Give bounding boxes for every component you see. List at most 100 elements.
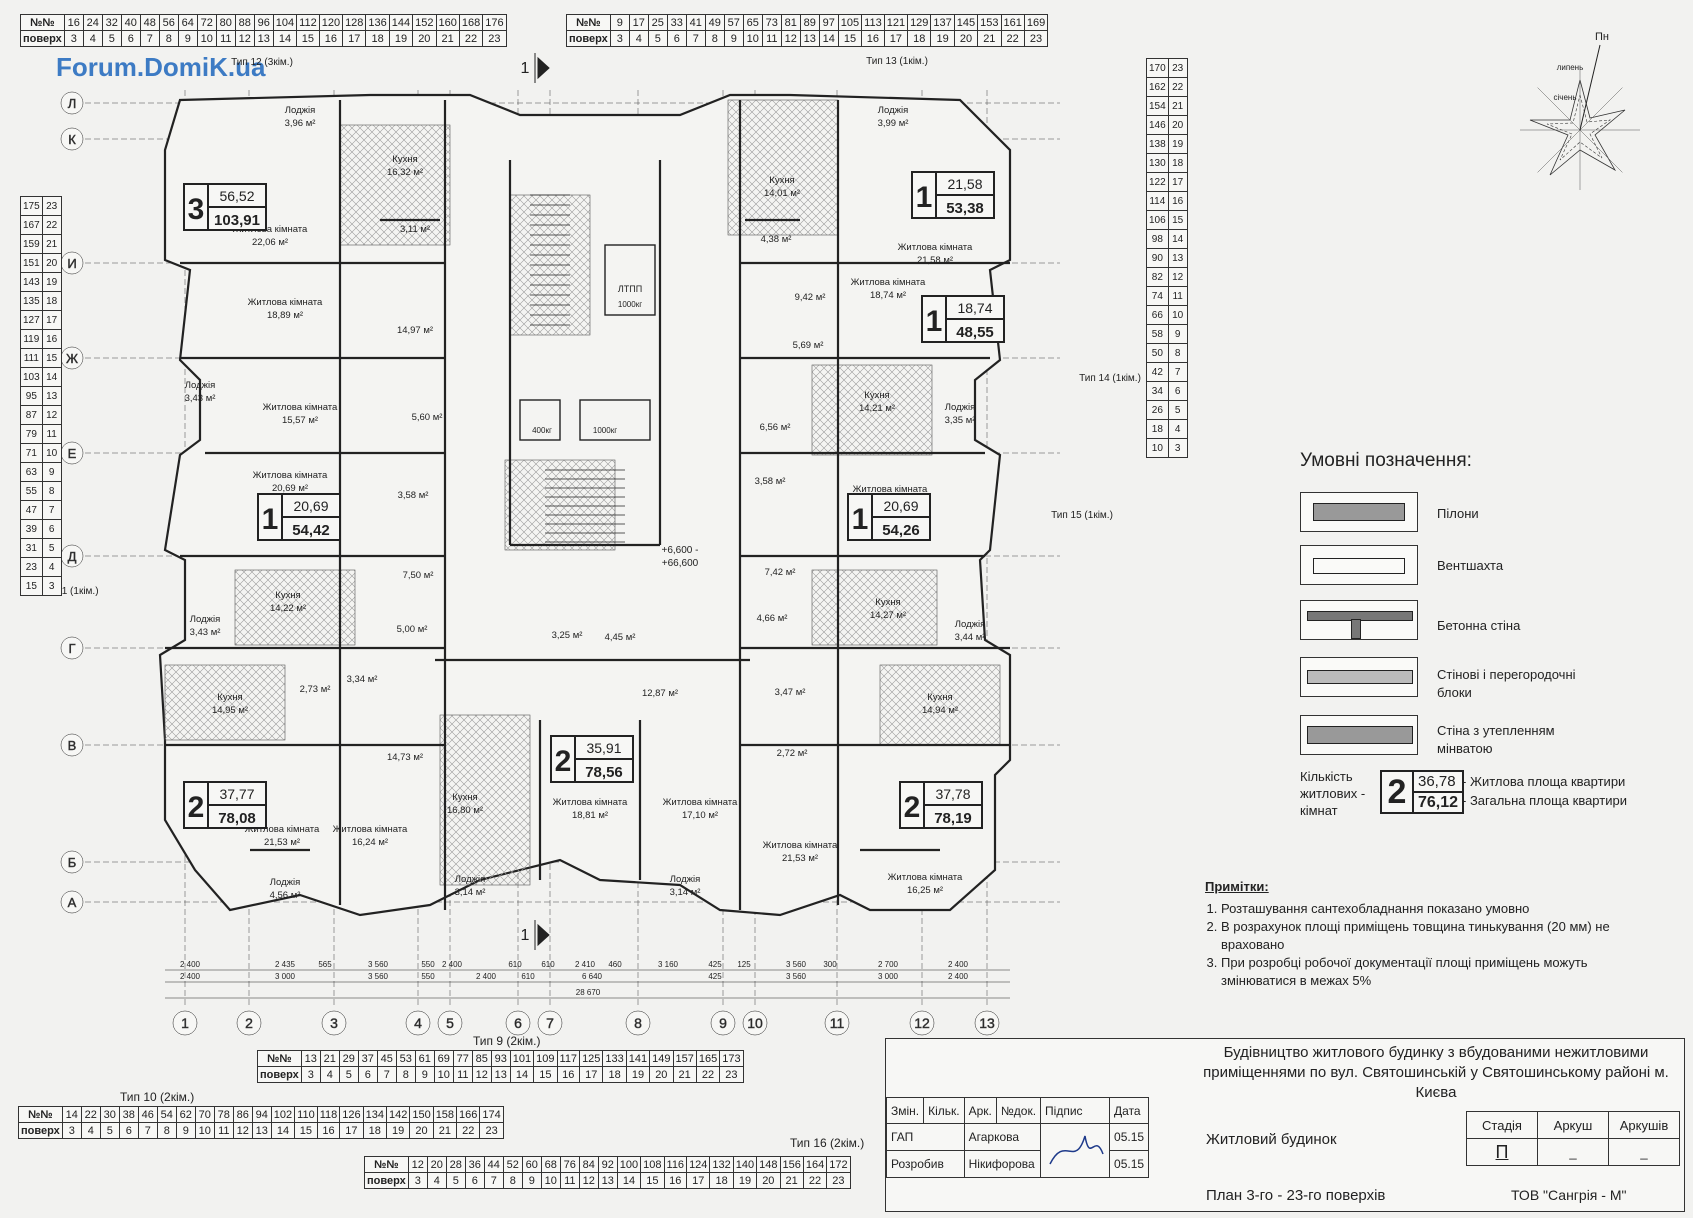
dimension-value: 3 560 bbox=[786, 960, 807, 969]
table-cell: 21 bbox=[1167, 96, 1188, 116]
room-area: 14,73 м² bbox=[387, 752, 423, 763]
apartment-living-area: 20,69 bbox=[883, 498, 918, 514]
room-area: 7,50 м² bbox=[403, 570, 434, 581]
dimension-value: 2 400 bbox=[180, 960, 201, 969]
hatched-area bbox=[164, 664, 286, 741]
type9-label: Тип 9 (2кім.) bbox=[473, 1034, 541, 1048]
apartment-total-area: 53,38 bbox=[946, 200, 984, 217]
dimension-value: 3 560 bbox=[786, 972, 807, 981]
approval-header: Підпис bbox=[1040, 1097, 1111, 1124]
room-area: 18,74 м² bbox=[870, 290, 906, 301]
table-cell: 21 bbox=[319, 1050, 340, 1067]
table-cell: 15 bbox=[41, 348, 62, 368]
table-cell: 16 bbox=[861, 30, 885, 47]
table-cell: 19 bbox=[41, 272, 62, 292]
lift-shaft bbox=[519, 399, 561, 441]
table-cell: 22 bbox=[695, 1066, 721, 1083]
dimension-value: 3 560 bbox=[368, 960, 389, 969]
table-cell: 18 bbox=[1146, 419, 1169, 439]
watermark-logo: Forum.DomiK.ua bbox=[56, 52, 266, 82]
table-cell: 7 bbox=[41, 500, 62, 520]
table-cell: 33 bbox=[666, 14, 687, 31]
dimension-value: 550 bbox=[421, 960, 435, 969]
table-cell: 82 bbox=[1146, 267, 1169, 287]
room-name: Житлова кімната bbox=[233, 224, 308, 235]
dimension-value: 3 560 bbox=[368, 972, 389, 981]
table-cell: 167 bbox=[20, 215, 43, 235]
room-area: 18,89 м² bbox=[267, 310, 303, 321]
approval-role: ГАП bbox=[886, 1123, 965, 1151]
apartment-living-area: 56,52 bbox=[219, 188, 254, 204]
apartment-type-label: Тип 12 (3кім.) bbox=[231, 57, 293, 68]
room-area: 2,73 м² bbox=[300, 684, 331, 695]
axis-marker bbox=[742, 1010, 768, 1036]
table-cell: 114 bbox=[1146, 191, 1169, 211]
table-cell: 17 bbox=[1167, 172, 1188, 192]
room-name: Кухня bbox=[769, 175, 794, 186]
table-cell: 15 bbox=[1167, 210, 1188, 230]
stage-value: _ bbox=[1537, 1138, 1609, 1166]
room-name: Лоджія bbox=[945, 402, 975, 413]
axis-marker bbox=[236, 1010, 262, 1036]
table-cell: 9 bbox=[41, 462, 62, 482]
table-row-label: №№ bbox=[364, 1156, 409, 1173]
dimension-value: 550 bbox=[421, 972, 435, 981]
dimension-value: 125 bbox=[737, 960, 751, 969]
room-name: Житлова кімната bbox=[851, 277, 926, 288]
level-mark: +66,600 bbox=[662, 558, 699, 569]
table-cell: 50 bbox=[1146, 343, 1169, 363]
table-cell: 175 bbox=[20, 196, 43, 216]
table-cell: 13 bbox=[41, 386, 62, 406]
table-cell: 15 bbox=[640, 1172, 665, 1189]
room-area: 16,25 м² bbox=[907, 885, 943, 896]
table-cell: 98 bbox=[1146, 229, 1169, 249]
table-cell: 173 bbox=[719, 1050, 744, 1067]
dimension-value: 425 bbox=[708, 960, 722, 969]
room-area: 21,53 м² bbox=[782, 853, 818, 864]
section-mark: 1 bbox=[521, 60, 530, 77]
room-area: 5,60 м² bbox=[412, 412, 443, 423]
table-cell: 23 bbox=[1023, 30, 1049, 47]
lift-shaft bbox=[604, 244, 656, 316]
room-area: 4,38 м² bbox=[761, 234, 792, 245]
table-cell: 130 bbox=[1146, 153, 1169, 173]
notes-title: Примітки: bbox=[1205, 879, 1269, 894]
legend-total-caption: - Загальна площа квартири bbox=[1462, 793, 1627, 808]
table-cell: 126 bbox=[339, 1106, 364, 1123]
axis-marker bbox=[710, 1010, 736, 1036]
room-area: 20,69 м² bbox=[272, 483, 308, 494]
axis-marker bbox=[437, 1010, 463, 1036]
axis-letter: К bbox=[68, 132, 76, 147]
approval-name: Агаркова bbox=[963, 1123, 1042, 1151]
table-cell: 18 bbox=[41, 291, 62, 311]
axis-marker bbox=[60, 91, 84, 115]
table-cell: 165 bbox=[695, 1050, 721, 1067]
room-area: 2,72 м² bbox=[777, 748, 808, 759]
axis-number: 4 bbox=[414, 1015, 422, 1031]
stage-header: Аркушів bbox=[1608, 1111, 1680, 1139]
table-cell: 110 bbox=[294, 1106, 318, 1123]
table-cell: 10 bbox=[540, 1172, 561, 1189]
table-cell: 102 bbox=[270, 1106, 296, 1123]
table-cell: 8 bbox=[1167, 343, 1188, 363]
apartment-type-label: Тип 15 (1кім.) bbox=[1051, 510, 1113, 521]
table-cell: 19 bbox=[385, 1122, 411, 1139]
table-cell: 22 bbox=[41, 215, 62, 235]
room-name: Лоджія bbox=[878, 105, 908, 116]
table-cell: 138 bbox=[1146, 134, 1169, 154]
table-cell: 92 bbox=[597, 1156, 618, 1173]
badge-rooms: 2 bbox=[1382, 772, 1414, 812]
table-cell: 101 bbox=[509, 1050, 535, 1067]
table-cell: 12 bbox=[1167, 267, 1188, 287]
table-cell: 34 bbox=[1146, 381, 1169, 401]
dimension-value: 610 bbox=[508, 960, 522, 969]
section-arrow bbox=[534, 920, 550, 950]
legend-vent-symbol bbox=[1300, 545, 1418, 585]
room-name: Житлова кімната bbox=[853, 484, 928, 495]
table-cell: 108 bbox=[640, 1156, 665, 1173]
room-name: Кухня bbox=[392, 154, 417, 165]
stage-value: П bbox=[1466, 1138, 1538, 1166]
table-cell: 22 bbox=[456, 1122, 481, 1139]
axis-number: 9 bbox=[719, 1015, 727, 1031]
